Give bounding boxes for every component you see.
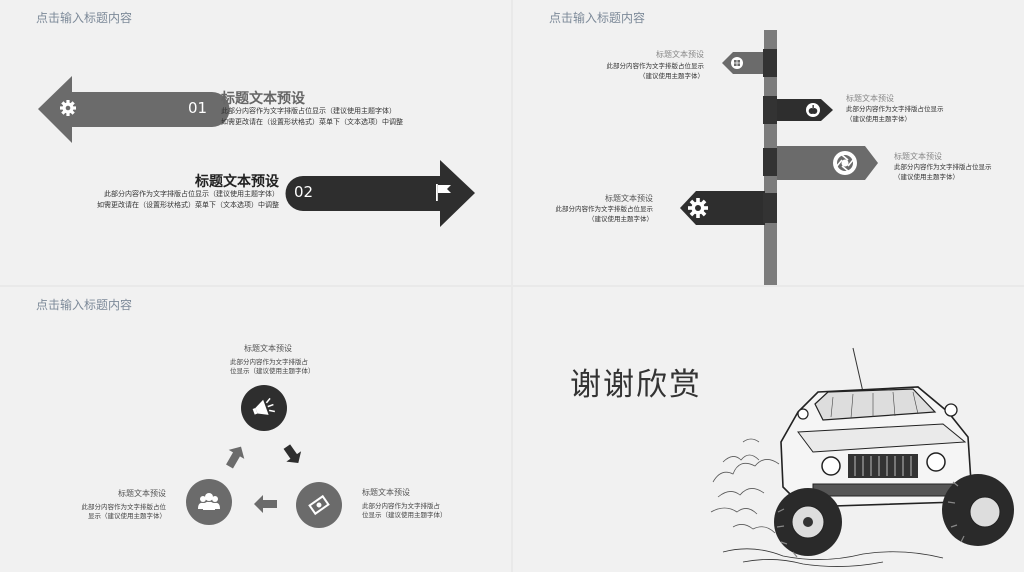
- node-desc-line1: 此部分内容作为文字排版占: [362, 502, 440, 510]
- cycle-diagram: [186, 385, 342, 528]
- item-desc-line1: 此部分内容作为文字排版占位显示（建议使用主题字体）: [104, 190, 279, 198]
- sign-desc-line1: 此部分内容作为文字排版占位显示: [606, 62, 705, 70]
- slide-title[interactable]: 点击输入标题内容: [549, 11, 646, 25]
- item-desc-line2: 如需更改请在（设置形状格式）菜单下（文本选项）中调整: [221, 118, 403, 126]
- sign-desc-line1: 此部分内容作为文字排版占位显示: [846, 105, 944, 113]
- arrow-right-shape: [285, 160, 475, 227]
- users-icon: [198, 493, 220, 510]
- node-heading: 标题文本预设: [244, 344, 292, 353]
- windows-icon: [731, 57, 743, 69]
- signpost-sign: [777, 99, 833, 121]
- signpost-sign: [777, 146, 878, 180]
- gear-icon: [60, 100, 76, 116]
- thanks-title[interactable]: 谢谢欣赏: [570, 367, 702, 403]
- sign-desc-line2: （建议使用主题字体）: [894, 173, 959, 181]
- money-icon: [308, 494, 330, 516]
- node-desc-line1: 此部分内容作为文字排版占: [230, 358, 308, 366]
- item-number: 01: [188, 99, 208, 117]
- item-desc-line2: 如需更改请在（设置形状格式）菜单下（文本选项）中调整: [97, 201, 279, 209]
- node-heading: 标题文本预设: [362, 488, 410, 497]
- item-heading: 标题文本预设: [195, 174, 279, 190]
- sign-desc-line2: （建议使用主题字体）: [639, 72, 704, 80]
- item-desc-line1: 此部分内容作为文字排版占位显示（建议使用主题字体）: [221, 107, 396, 115]
- jeep-illustration: [710, 347, 1014, 567]
- arrow-left-shape: [38, 76, 230, 143]
- slide-2: 点击输入标题内容: [513, 0, 1024, 285]
- aperture-icon: [833, 151, 857, 175]
- slide-1: 点击输入标题内容 01 标题文本预设 此部分内容作为文字排版占位显示（建议使用主…: [0, 0, 511, 285]
- slide-title[interactable]: 点击输入标题内容: [36, 298, 133, 312]
- sign-desc-line2: （建议使用主题字体）: [588, 215, 653, 223]
- slide-3: 点击输入标题内容: [0, 287, 511, 572]
- signpost-diagram: [680, 30, 878, 285]
- item-number: 02: [294, 183, 314, 201]
- node-desc-line2: 位显示（建议使用主题字体）: [230, 367, 315, 375]
- node-heading: 标题文本预设: [118, 489, 166, 498]
- cycle-arrow: [254, 495, 277, 513]
- cycle-arrow: [283, 444, 302, 464]
- sign-heading: 标题文本预设: [894, 152, 942, 161]
- sign-desc-line2: （建议使用主题字体）: [846, 115, 911, 123]
- apple-icon: [806, 103, 820, 117]
- node-desc-line2: 显示（建议使用主题字体）: [88, 512, 166, 520]
- flag-icon: [436, 184, 451, 201]
- cycle-arrow: [226, 446, 245, 469]
- arrows-diagram: [38, 76, 475, 227]
- node-desc-line1: 此部分内容作为文字排版占位: [81, 503, 167, 511]
- sign-heading: 标题文本预设: [846, 94, 894, 103]
- sign-desc-line1: 此部分内容作为文字排版占位显示: [894, 163, 992, 171]
- sign-heading: 标题文本预设: [605, 194, 653, 203]
- signpost-sign: [722, 52, 765, 74]
- item-heading: 标题文本预设: [221, 91, 305, 107]
- node-desc-line2: 位显示（建议使用主题字体）: [362, 511, 447, 519]
- sign-desc-line1: 此部分内容作为文字排版占位显示: [555, 205, 654, 213]
- megaphone-icon: [252, 397, 275, 415]
- signpost-sign: [680, 191, 765, 225]
- slide-4: 谢谢欣赏: [513, 287, 1024, 572]
- slide-title[interactable]: 点击输入标题内容: [36, 11, 133, 25]
- gear-icon: [688, 198, 708, 218]
- sign-heading: 标题文本预设: [656, 50, 704, 59]
